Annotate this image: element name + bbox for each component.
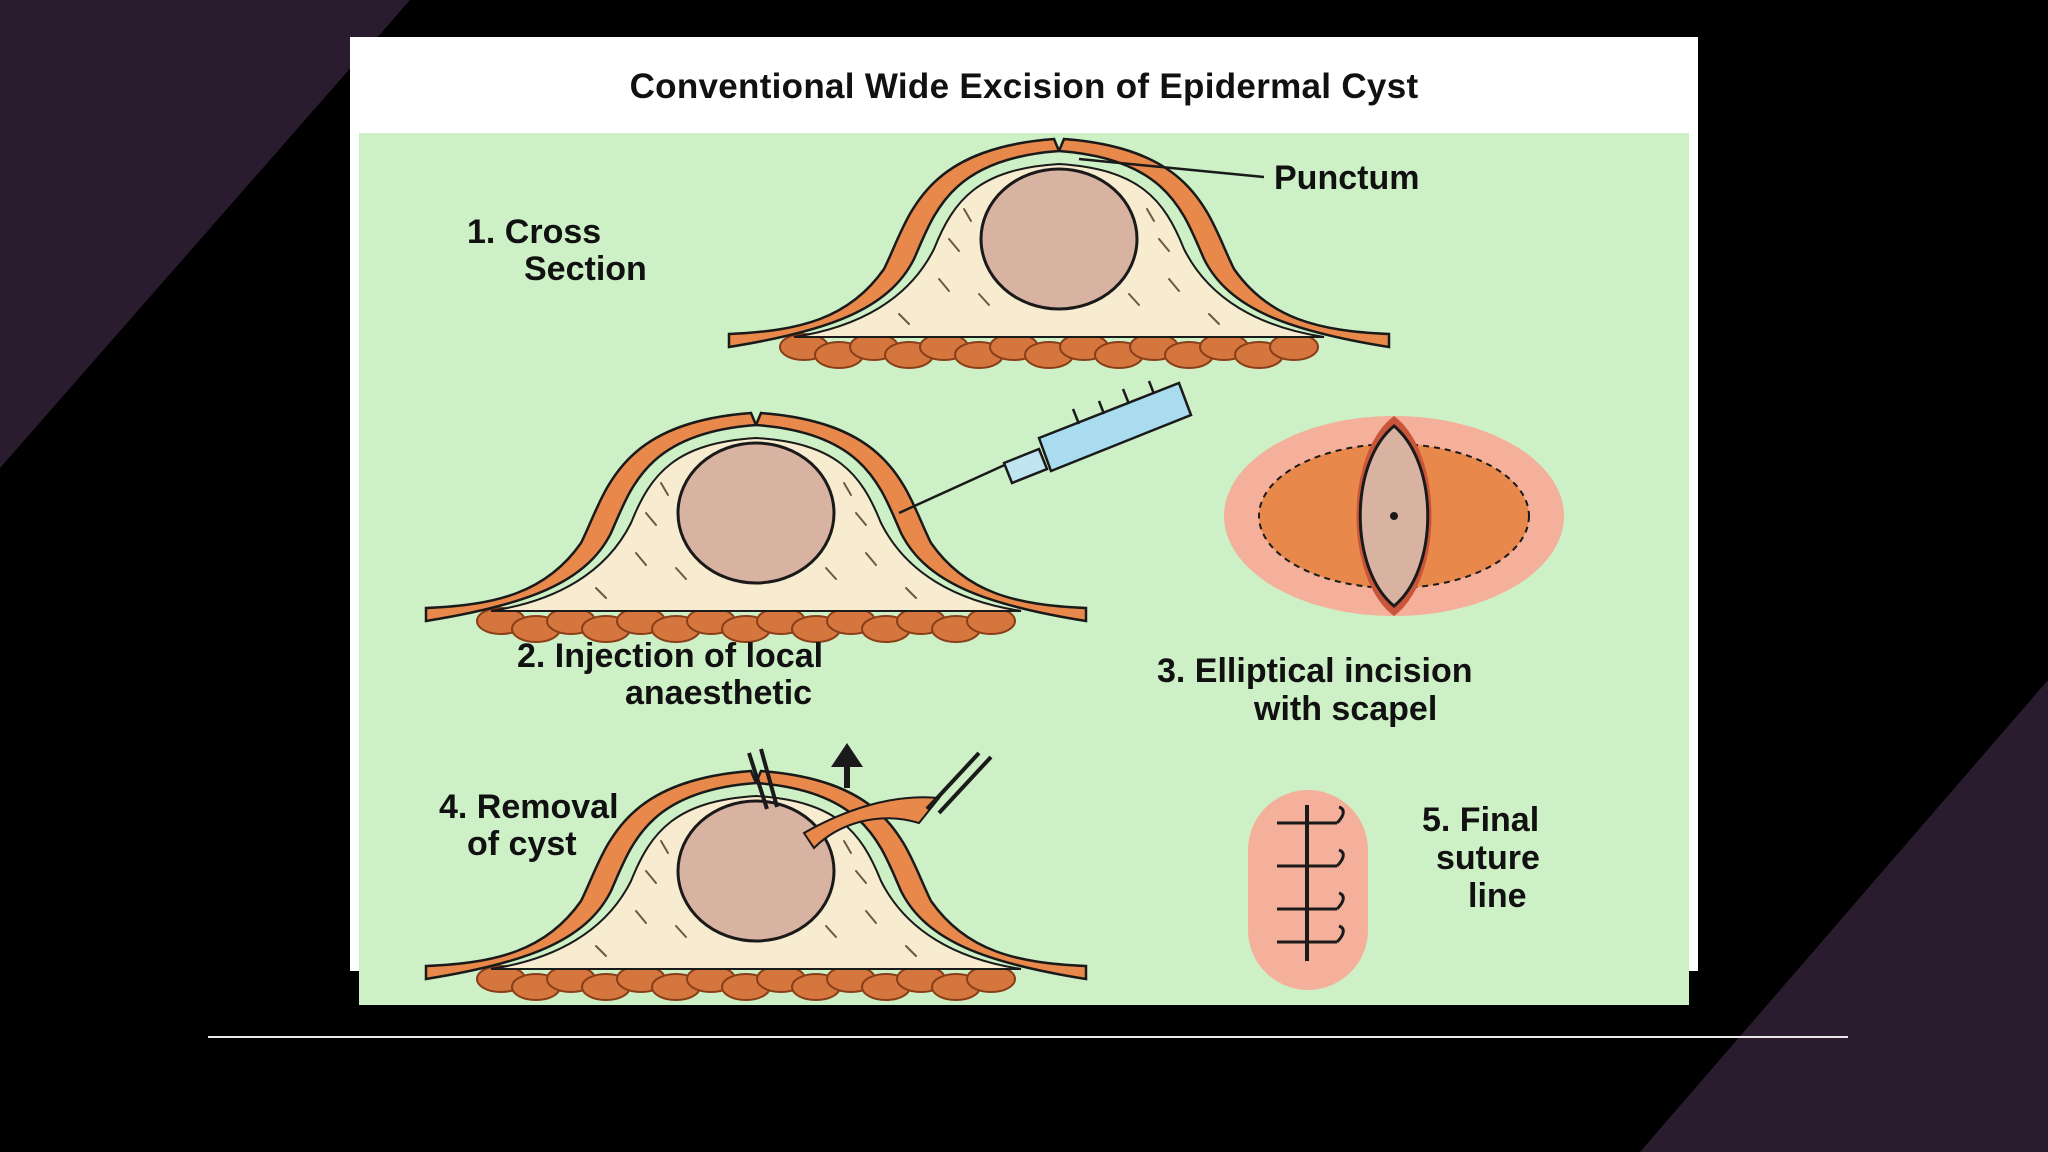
elliptical-incision-illustration	[1224, 416, 1564, 616]
syringe-icon	[898, 380, 1193, 515]
step2-label-line1: 2. Injection of local	[517, 637, 823, 675]
diagram-panel: Punctum 1. Cross Section 2. Injection of…	[359, 133, 1689, 1005]
step4-label-line2: of cyst	[467, 825, 577, 863]
step3-label-line2: with scapel	[1253, 690, 1437, 728]
punctum-label: Punctum	[1274, 159, 1419, 197]
step2-label-line2: anaesthetic	[625, 674, 812, 712]
suture-line-icon	[1248, 790, 1368, 990]
step3-label-line1: 3. Elliptical incision	[1157, 652, 1473, 690]
bottom-right-accent	[1640, 680, 2048, 1152]
figure-title: Conventional Wide Excision of Epidermal …	[629, 67, 1419, 106]
up-arrow-icon	[831, 743, 863, 788]
slide-divider	[208, 1036, 1848, 1038]
step1-label-line1: 1. Cross	[467, 213, 601, 251]
step1-label-line2: Section	[524, 250, 647, 288]
step5-label-line2: suture	[1436, 839, 1540, 877]
step5-label-line3: line	[1468, 877, 1527, 915]
figure-card: Conventional Wide Excision of Epidermal …	[350, 37, 1698, 1005]
punctum-pointer	[1078, 157, 1265, 179]
forceps-icon	[747, 748, 993, 815]
top-left-accent	[0, 0, 410, 468]
step4-label-line1: 4. Removal	[439, 788, 619, 826]
step5-label-line1: 5. Final	[1422, 801, 1539, 839]
